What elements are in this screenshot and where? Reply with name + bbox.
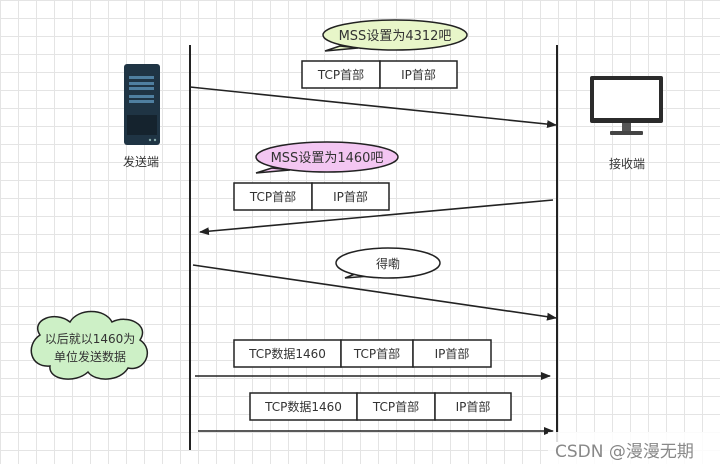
server-icon [124,64,160,145]
packet-cell-label: TCP首部 [372,399,419,414]
bubble-ok [335,247,441,279]
sender-label: 发送端 [122,155,160,169]
packet-cell-label: TCP数据1460 [248,346,326,361]
bubble-mss-4312 [322,19,468,52]
arrow-syn [189,86,557,129]
packet-cell [311,182,390,211]
packet-cell-label: TCP首部 [249,189,296,204]
packet-cell-label: IP首部 [435,346,470,361]
bubble-text-1: MSS设置为4312吧 [339,29,452,44]
watermark-bg [548,432,720,464]
bubble-mss-1460 [255,141,399,174]
packet-4: TCP数据1460 TCP首部 IP首部 [249,392,512,421]
packet-cell-label: TCP首部 [353,346,400,361]
bubble-text-3: 得嘞 [376,256,400,271]
packet-cell [412,339,492,368]
packet-cell-label: IP首部 [456,399,491,414]
packet-cell-label: TCP数据1460 [264,399,342,414]
note-line-2: 单位发送数据 [54,349,126,364]
packet-3: TCP数据1460 TCP首部 IP首部 [233,339,492,368]
packet-cell-label: IP首部 [333,189,368,204]
note-line-1: 以后就以1460为 [45,332,136,346]
packet-cell [434,392,512,421]
packet-1: TCP首部 IP首部 [301,60,458,89]
packet-2: TCP首部 IP首部 [233,182,390,211]
arrow-confirm [192,264,557,321]
watermark: CSDN @漫漫无期 [555,442,694,462]
arrow-ack [199,199,554,236]
packet-cell-label: IP首部 [401,67,436,82]
receiver-label: 接收端 [608,157,646,171]
note-cloud [30,310,149,380]
monitor-icon [590,76,663,135]
bubble-text-2: MSS设置为1460吧 [271,151,384,166]
packet-cell [249,392,358,421]
packet-cell [340,339,414,368]
packet-cell [379,60,458,89]
packet-cell-label: TCP首部 [317,67,364,82]
